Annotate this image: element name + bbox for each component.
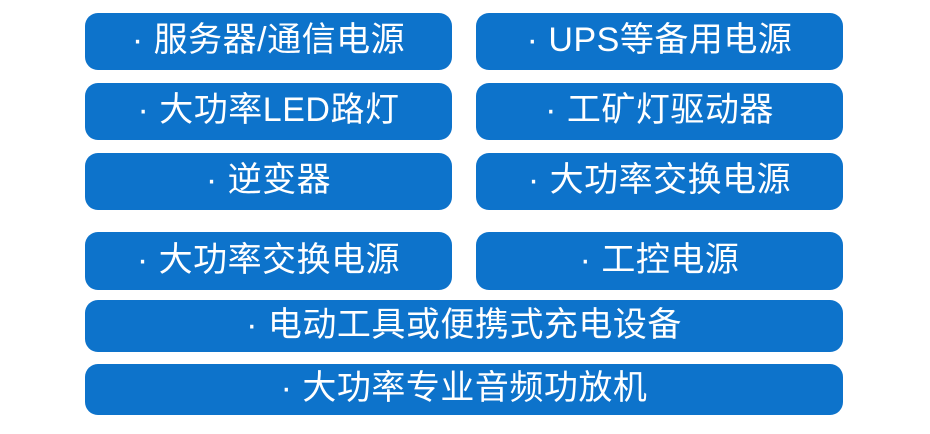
application-pill-label: · 工控电源 <box>579 240 740 279</box>
application-pill-label: · UPS等备用电源 <box>526 21 793 59</box>
application-pill-power-tools-portable-charger[interactable]: · 电动工具或便携式充电设备 <box>85 300 843 352</box>
application-pill-ups-backup-power[interactable]: · UPS等备用电源 <box>476 13 843 70</box>
application-pill-ac-switching-power-2[interactable]: · 大功率交换电源 <box>476 153 843 210</box>
application-pill-highbay-led-driver[interactable]: · 工矿灯驱动器 <box>476 83 843 140</box>
application-pill-label: · 大功率LED路灯 <box>137 91 400 129</box>
application-pill-high-power-led[interactable]: · 大功率LED路灯 <box>85 83 452 140</box>
application-pill-ac-switching-power[interactable]: · 大功率交换电源 <box>85 232 452 290</box>
application-pill-industrial-power[interactable]: · 工控电源 <box>476 232 843 290</box>
application-pill-label: · 电动工具或便携式充电设备 <box>246 305 682 344</box>
application-pill-server-comm-power[interactable]: · 服务器/通信电源 <box>85 13 452 70</box>
application-pill-label: · 大功率专业音频功放机 <box>280 369 648 407</box>
application-pill-label: · 工矿灯驱动器 <box>545 91 774 129</box>
application-pill-label: · 大功率交换电源 <box>527 161 792 199</box>
application-pill-label: · 服务器/通信电源 <box>131 21 406 59</box>
application-pill-label: · 大功率交换电源 <box>136 240 401 279</box>
application-pill-inverter[interactable]: · 逆变器 <box>85 153 452 210</box>
application-pill-label: · 逆变器 <box>205 161 332 199</box>
application-pill-pro-audio-amplifier[interactable]: · 大功率专业音频功放机 <box>85 364 843 415</box>
